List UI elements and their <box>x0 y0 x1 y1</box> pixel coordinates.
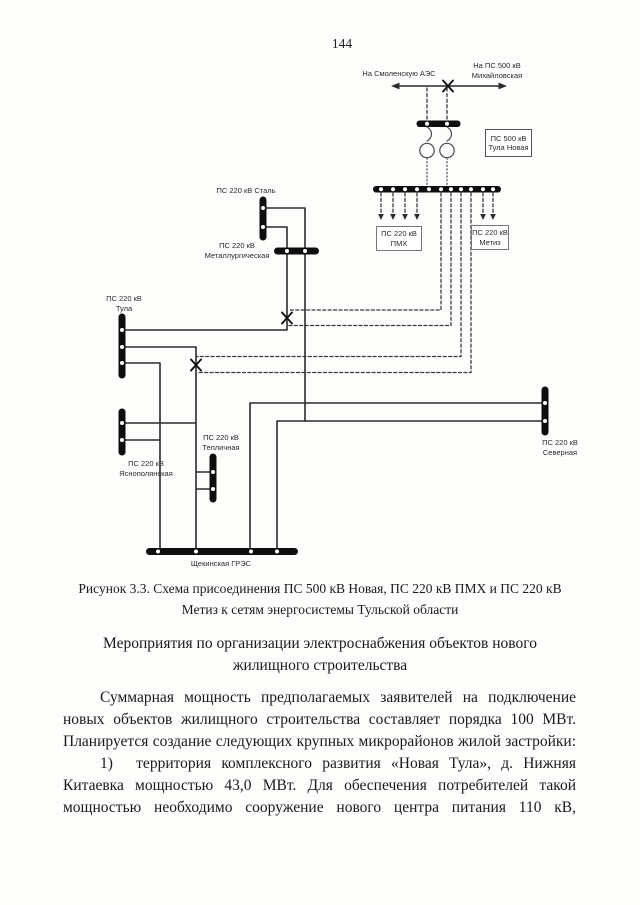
label-ps220-severnaya: ПС 220 кВ Северная <box>542 438 578 457</box>
label-to-ps500-mikhailovskaya: На ПС 500 кВ Михайловская <box>471 61 523 80</box>
label-to-smolensk-aes: На Смоленскую АЭС <box>362 69 436 78</box>
network-lines <box>124 207 543 553</box>
bus-220kv-tula-novaya <box>373 186 501 193</box>
label-ps220-teplichnaya: ПС 220 кВ Тепличная <box>202 433 240 452</box>
label-ps220-tula: ПС 220 кВ Тула <box>106 294 142 313</box>
transformer-branches <box>419 126 455 186</box>
feeder-arrows <box>380 192 494 215</box>
cut-mark-tula-line <box>190 358 202 372</box>
scheme-graphics <box>118 79 549 555</box>
figure-caption: Рисунок 3.3. Схема присоединения ПС 500 … <box>78 581 562 617</box>
body-paragraph: Суммарная мощность предполагаемых заявит… <box>63 689 576 750</box>
label-ps220-metiz: ПС 220 кВ Метиз <box>471 225 509 250</box>
body-list-item: 1) территория комплексного развития «Нов… <box>63 755 576 816</box>
taps-500kv <box>426 87 448 121</box>
bus-220kv-tula <box>118 313 126 379</box>
label-ps220-pmh: ПС 220 кВ ПМХ <box>376 226 422 251</box>
label-ps220-stal: ПС 220 кВ Сталь <box>216 186 276 195</box>
label-shchekinskaya-gres: Щекинская ГРЭС <box>190 559 252 568</box>
page-number: 144 <box>331 36 353 51</box>
power-scheme-diagram: На Смоленскую АЭС На ПС 500 кВ Михайловс… <box>106 61 578 568</box>
bus-220kv-teplichnaya <box>209 453 217 503</box>
bus-220kv-metallurgicheskaya <box>274 247 319 255</box>
loop-connections <box>196 192 472 374</box>
feeder-arrowheads <box>378 214 496 220</box>
bus-220kv-stal <box>259 196 267 241</box>
bus-220kv-severnaya <box>541 386 549 436</box>
label-ps500-tula-novaya: ПС 500 кВ Тула Новая <box>485 129 532 157</box>
body-text: Суммарная мощность предполагаемых заявит… <box>63 687 576 819</box>
cut-mark-metallurgicheskaya-line <box>281 311 293 325</box>
bus-shchekinskaya-gres <box>146 548 298 555</box>
bus-220kv-yasnopolyanskaya <box>118 408 126 456</box>
cut-mark-500kv-line <box>442 79 454 93</box>
section-heading: Мероприятия по организации электроснабже… <box>103 635 537 674</box>
label-ps220-yasnopolyanskaya: ПС 220 кВ Яснополянская <box>119 459 173 478</box>
label-ps220-metallurgicheskaya: ПС 220 кВ Металлургическая <box>204 241 270 260</box>
bus-500kv-tula-novaya <box>416 120 461 127</box>
